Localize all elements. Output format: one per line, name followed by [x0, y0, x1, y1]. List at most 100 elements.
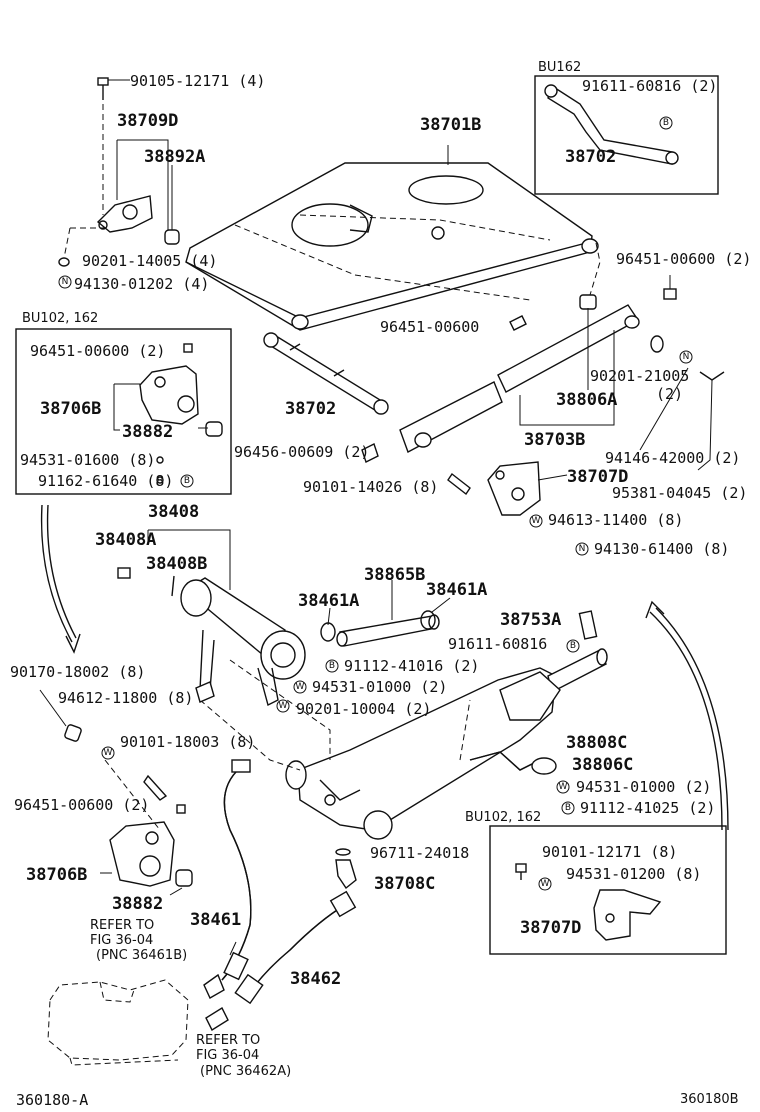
- bracket-38709d: [96, 195, 180, 245]
- bu162-box: [534, 75, 719, 195]
- bracket-38707d: [487, 461, 541, 516]
- svg-text:B: B: [184, 476, 190, 486]
- label-91112-41016: 91112-41016 (2): [344, 657, 479, 675]
- label-38706b-bottom: 38706B: [26, 865, 87, 885]
- svg-text:W: W: [279, 701, 288, 711]
- label-38707d-box: 38707D: [520, 918, 581, 938]
- label-90101-14026: 90101-14026 (8): [303, 478, 438, 496]
- fitting-96456: [361, 443, 379, 463]
- label-90201-14005: 90201-14005 (4): [82, 252, 217, 270]
- label-38882-top: 38882: [122, 422, 173, 442]
- bolt-90101-14026: [447, 472, 471, 496]
- label-38753a: 38753A: [500, 610, 561, 630]
- label-90101-12171: 90101-12171 (8): [542, 843, 677, 861]
- refer-2-line2: FIG 36-04: [196, 1048, 259, 1063]
- badge-b-5: B: [561, 801, 575, 815]
- label-91162-61640: 91162-61640 (8): [38, 472, 173, 490]
- bu102-162-right-box: [489, 825, 727, 955]
- label-94531-01000-upper: 94531-01000 (2): [312, 678, 447, 696]
- transmission-silhouette: [47, 979, 189, 1066]
- label-38865b: 38865B: [364, 565, 425, 585]
- sleeve-38753a: [578, 610, 598, 640]
- refer-1-line1: REFER TO: [90, 918, 154, 933]
- label-91611-60816-2: 91611-60816 (2): [582, 77, 717, 95]
- figure-code-left: 360180-A: [16, 1091, 88, 1109]
- bracket-38707d-box: [593, 889, 662, 941]
- bu102-162-left-box: [15, 328, 232, 495]
- label-96451-00600-lower: 96451-00600 (2): [14, 796, 149, 814]
- label-38806c: 38806C: [572, 755, 633, 775]
- label-90105-12171: 90105-12171 (4): [130, 72, 265, 90]
- label-94130-01202: 94130-01202 (4): [74, 275, 209, 293]
- label-38882-bottom: 38882: [112, 894, 163, 914]
- label-38806a: 38806A: [556, 390, 617, 410]
- bracket-38706b-bottom: [109, 821, 193, 887]
- label-95381-04045: 95381-04045 (2): [612, 484, 747, 502]
- fitting-96451-mid: [509, 315, 527, 331]
- hose-38462: [205, 890, 357, 1032]
- label-38461: 38461: [190, 910, 241, 930]
- bolt-90101-18003: [143, 774, 168, 801]
- svg-text:B: B: [663, 118, 669, 128]
- rod-38702: [263, 332, 389, 415]
- hose-38865b: [336, 614, 440, 647]
- label-96451-00600-2-left: 96451-00600 (2): [30, 342, 165, 360]
- badge-b-4: B: [325, 659, 339, 673]
- channel-38703b: [399, 381, 503, 453]
- label-96451-00600-2-right: 96451-00600 (2): [616, 250, 751, 268]
- badge-b-1: B: [659, 116, 673, 130]
- group-label-bu102-right: BU102, 162: [465, 810, 541, 825]
- hose-38461: [203, 759, 252, 999]
- label-38461a-left: 38461A: [298, 591, 359, 611]
- svg-text:B: B: [329, 661, 335, 671]
- label-94146-42000: 94146-42000 (2): [605, 449, 740, 467]
- label-94531-01000-lower: 94531-01000 (2): [576, 778, 711, 796]
- fitting-96451-r: [663, 275, 677, 300]
- label-90201-21005: 90201-21005: [590, 367, 689, 385]
- pipe-38808c: [469, 751, 557, 775]
- badge-w-4: W: [101, 746, 115, 760]
- elbow-38708c: [335, 848, 357, 890]
- badge-w-5: W: [556, 780, 570, 794]
- label-90201-10004: 90201-10004 (2): [296, 700, 431, 718]
- badge-n-2: N: [679, 350, 693, 364]
- badge-n-1: N: [58, 275, 72, 289]
- label-38808c: 38808C: [566, 733, 627, 753]
- svg-text:W: W: [296, 682, 305, 692]
- svg-text:B: B: [565, 803, 571, 813]
- label-94613-11400: 94613-11400 (8): [548, 511, 683, 529]
- badge-w-3: W: [276, 699, 290, 713]
- group-label-bu102-left: BU102, 162: [22, 311, 98, 326]
- badge-b-3: B: [566, 639, 580, 653]
- label-90170-18002: 90170-18002 (8): [10, 663, 145, 681]
- label-38408a: 38408A: [95, 530, 156, 550]
- svg-text:W: W: [532, 516, 541, 526]
- label-90101-18003: 90101-18003 (8): [120, 733, 255, 751]
- refer-2-line3: (PNC 36462A): [200, 1064, 291, 1079]
- refer-1-line2: FIG 36-04: [90, 933, 153, 948]
- frame-plate-38701b: [185, 162, 599, 331]
- label-38707d-mid: 38707D: [567, 467, 628, 487]
- bracket-38706b-top: [139, 343, 223, 437]
- label-38706b-top: 38706B: [40, 399, 101, 419]
- label-38702-box: 38702: [565, 147, 616, 167]
- clamp-right: [420, 610, 436, 630]
- label-96711-24018: 96711-24018: [370, 844, 469, 862]
- label-94531-01200: 94531-01200 (8): [566, 865, 701, 883]
- bar-38806a: [497, 294, 640, 393]
- label-38701b: 38701B: [420, 115, 481, 135]
- washer-90201-21005: [650, 335, 664, 353]
- label-94612-11800: 94612-11800 (8): [58, 689, 193, 707]
- label-91112-41025: 91112-41025 (2): [580, 799, 715, 817]
- fitting-94612: [195, 681, 215, 703]
- refer-1-line3: (PNC 36461B): [96, 948, 187, 963]
- label-38709d: 38709D: [117, 111, 178, 131]
- svg-text:N: N: [579, 544, 586, 554]
- badge-b-2: B: [180, 474, 194, 488]
- clamp-left: [320, 622, 336, 642]
- refer-2-line1: REFER TO: [196, 1033, 260, 1048]
- rod-38702-box: [544, 84, 679, 165]
- label-38708c: 38708C: [374, 874, 435, 894]
